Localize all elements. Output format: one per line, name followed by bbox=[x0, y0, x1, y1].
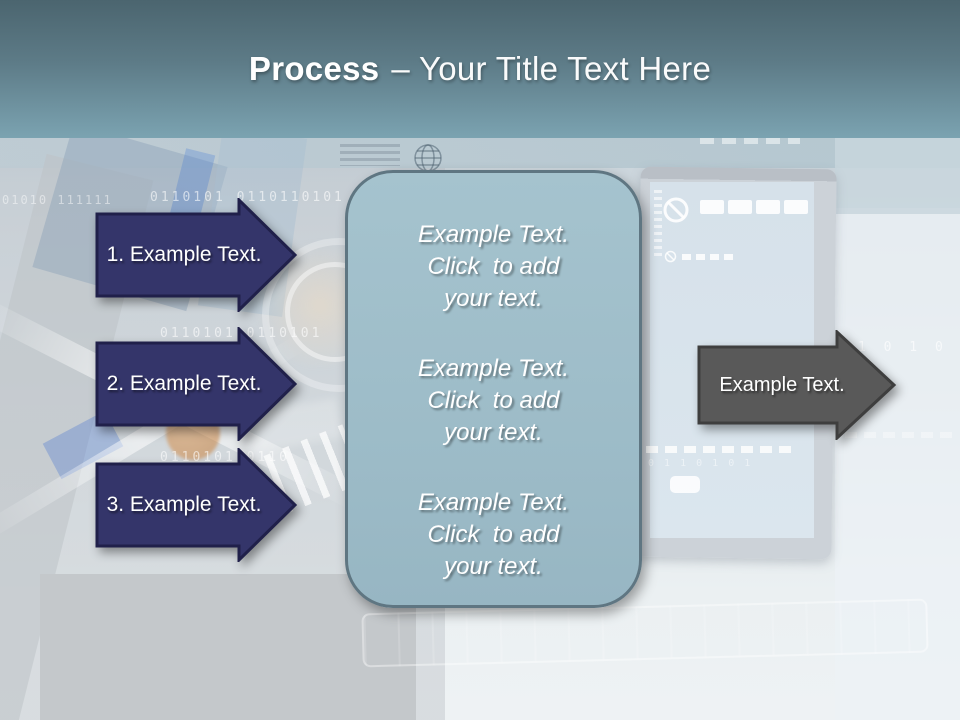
binary-text: 01010 111111 bbox=[2, 193, 113, 207]
step-label: 2. Example Text. bbox=[106, 372, 262, 395]
panel-text-block: Example Text. Click to add your text. bbox=[417, 221, 570, 312]
arrow-shape bbox=[95, 327, 298, 441]
page-title: Process – Your Title Text Here bbox=[249, 50, 711, 88]
toolbar-button bbox=[728, 200, 752, 214]
top-light-band bbox=[0, 138, 960, 168]
title-keyword: Process bbox=[248, 50, 380, 87]
blocked-icon-small bbox=[664, 250, 677, 263]
panel-text-block: Example Text. Click to add your text. bbox=[417, 489, 570, 580]
fine-print-texture bbox=[340, 144, 400, 166]
right-light-wash bbox=[835, 208, 960, 720]
binary-text: 1 0 1 0 1 1 0 bbox=[858, 340, 960, 355]
output-label: Example Text. bbox=[719, 373, 845, 396]
toolbar-button bbox=[700, 200, 724, 214]
step-arrow-2[interactable]: 2. Example Text. bbox=[95, 327, 298, 441]
menu-dashes bbox=[682, 254, 738, 260]
binary-text: 0 1 1 0 1 0 1 bbox=[648, 458, 753, 469]
output-arrow[interactable]: Example Text. bbox=[697, 330, 897, 440]
silhouette-shadow bbox=[40, 574, 416, 720]
binary-text: 0110101 0110 bbox=[160, 450, 290, 465]
arrow-shape bbox=[95, 448, 298, 562]
panel-text-block: Example Text. Click to add your text. bbox=[417, 355, 570, 446]
toolbar-button bbox=[784, 200, 808, 214]
step-label: 1. Example Text. bbox=[106, 243, 262, 266]
faint-dash-row bbox=[700, 138, 800, 144]
slide-header: Process – Your Title Text Here bbox=[0, 0, 960, 138]
step-arrow-3[interactable]: 3. Example Text. bbox=[95, 448, 298, 562]
right-light-patch bbox=[835, 138, 960, 214]
binary-text: 0110101 0110110101 bbox=[150, 190, 345, 205]
arrow-shape bbox=[95, 198, 298, 312]
toolbar-button bbox=[756, 200, 780, 214]
faint-dash-row bbox=[845, 432, 955, 438]
speech-bubble-chip bbox=[670, 476, 700, 493]
blocked-icon bbox=[663, 197, 689, 223]
center-text-panel[interactable]: Example Text. Click to add your text. Ex… bbox=[345, 170, 642, 608]
screen-dash-row bbox=[646, 446, 796, 453]
screen-text-lines bbox=[654, 190, 662, 260]
title-text: – Your Title Text Here bbox=[391, 50, 712, 87]
globe-icon bbox=[414, 144, 442, 172]
step-arrow-1[interactable]: 1. Example Text. bbox=[95, 198, 298, 312]
step-label: 3. Example Text. bbox=[106, 493, 262, 516]
arrow-shape bbox=[697, 330, 897, 440]
